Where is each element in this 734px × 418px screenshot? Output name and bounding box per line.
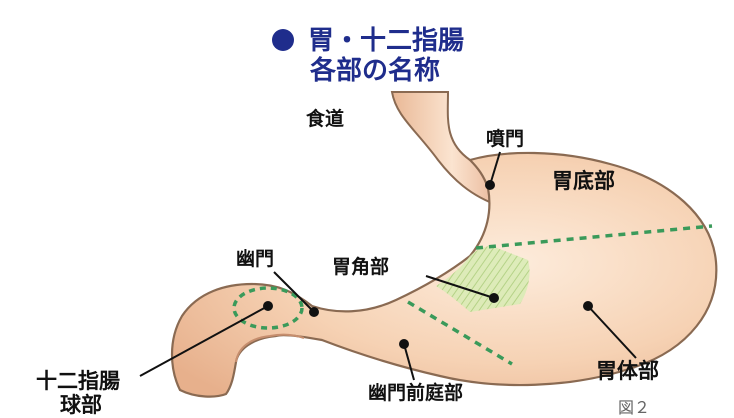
- label-angular: 胃角部: [332, 256, 389, 278]
- label-duodenal-bulb-line1: 十二指腸: [36, 370, 120, 392]
- label-body: 胃体部: [596, 360, 659, 382]
- label-cardia: 噴門: [486, 128, 524, 150]
- figure-caption: 図２: [618, 398, 650, 418]
- label-esophagus: 食道: [306, 108, 344, 130]
- label-duodenal-bulb-line2: 球部: [60, 394, 102, 416]
- label-pylorus: 幽門: [236, 248, 274, 270]
- label-antrum: 幽門前庭部: [368, 382, 463, 404]
- label-fundus: 胃底部: [552, 170, 615, 192]
